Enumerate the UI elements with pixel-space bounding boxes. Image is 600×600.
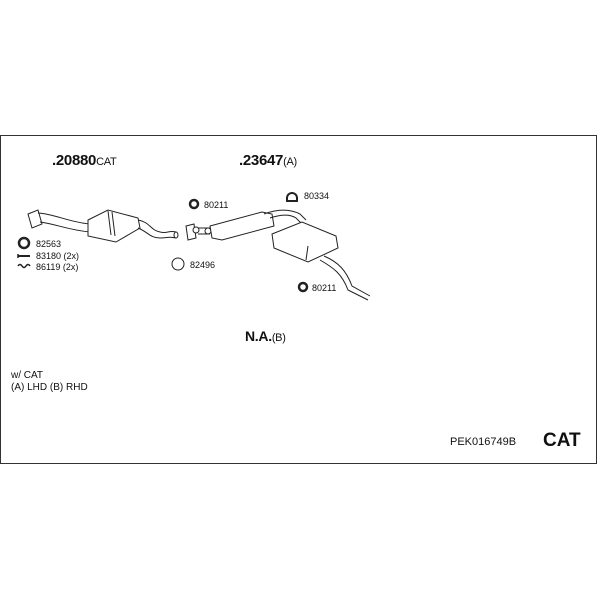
label-80211-a: 80211 <box>204 200 229 210</box>
rear-silencer <box>271 221 371 301</box>
category-badge: CAT <box>543 430 581 451</box>
part-suffix: CAT <box>96 156 117 168</box>
gasket-82563 <box>17 236 31 250</box>
part-number-text: .20880 <box>52 152 97 169</box>
mount-80211-a <box>188 198 200 210</box>
label-86119: 86119 (2x) <box>36 262 79 272</box>
ring-82496 <box>171 257 185 271</box>
front-pipe-catalyst <box>27 209 179 243</box>
joint-flange <box>185 223 212 241</box>
spring-86119 <box>17 263 31 269</box>
na-label: N.A.(B) <box>245 328 286 344</box>
label-82563: 82563 <box>36 239 62 249</box>
mount-80211-b <box>297 281 309 293</box>
label-80334: 80334 <box>304 191 330 201</box>
label-80211-b: 80211 <box>312 283 337 293</box>
mount-80334 <box>286 192 298 202</box>
part-number-20880: .20880CAT <box>52 152 117 169</box>
bolt-83180 <box>17 254 30 258</box>
reference-code: PEK016749B <box>450 436 517 448</box>
note-line-2: (A) LHD (B) RHD <box>11 382 88 393</box>
part-suffix: (A) <box>283 156 297 168</box>
na-text: N.A. <box>245 328 272 344</box>
note-line-1: w/ CAT <box>11 370 44 381</box>
part-number-text: .23647 <box>239 152 284 169</box>
label-83180: 83180 (2x) <box>36 251 80 261</box>
diagram-frame <box>0 135 597 464</box>
centre-silencer <box>209 209 307 241</box>
label-82496: 82496 <box>190 260 216 270</box>
na-suffix: (B) <box>271 332 286 344</box>
part-number-23647: .23647(A) <box>239 152 297 169</box>
